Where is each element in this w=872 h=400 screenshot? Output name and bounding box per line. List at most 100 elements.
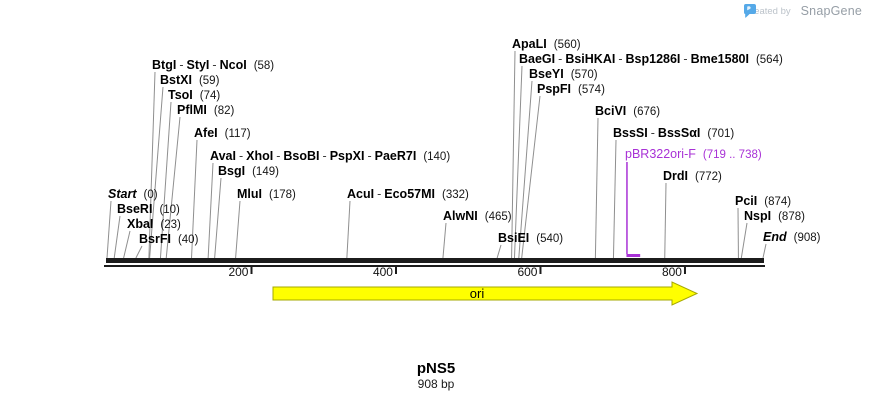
site-position: (149) xyxy=(252,166,279,178)
enzyme-name: BsiEI xyxy=(498,231,530,245)
enzyme-name: BssSαI xyxy=(657,126,701,140)
primer-range: (719 .. 738) xyxy=(702,149,762,161)
restriction-site-label[interactable]: BciVI(676) xyxy=(595,105,660,119)
restriction-site-label[interactable]: DrdI(772) xyxy=(663,170,722,184)
separator-dash: - xyxy=(618,52,623,66)
separator-dash: - xyxy=(683,52,688,66)
site-leader-line xyxy=(496,244,502,259)
site-leader-line xyxy=(513,65,523,259)
snapgene-watermark: Created by SnapGene xyxy=(744,4,862,18)
ruler-tick-label: 400 xyxy=(372,265,393,279)
enzyme-name: BsrFI xyxy=(139,232,171,246)
restriction-site-label[interactable]: BstXI(59) xyxy=(160,74,219,88)
enzyme-name: PciI xyxy=(735,194,758,208)
separator-dash: - xyxy=(276,149,281,163)
enzyme-name: BsoBI xyxy=(283,149,320,163)
site-leader-line xyxy=(664,182,667,259)
restriction-site-label[interactable]: MluI(178) xyxy=(237,188,296,202)
site-position: (332) xyxy=(441,189,469,201)
site-leader-line xyxy=(511,50,516,259)
site-leader-line xyxy=(191,139,198,259)
feature-arrow-ori[interactable] xyxy=(272,281,699,306)
restriction-site-label[interactable]: BseRI(10) xyxy=(117,203,180,217)
site-position: (82) xyxy=(213,105,235,117)
separator-dash: - xyxy=(179,58,184,72)
site-position: (874) xyxy=(764,196,792,208)
enzyme-name: AlwNI xyxy=(443,209,478,223)
site-position: (570) xyxy=(570,69,598,81)
separator-dash: - xyxy=(367,149,372,163)
restriction-site-label[interactable]: BseYI(570) xyxy=(529,68,598,82)
restriction-site-label[interactable]: BtgI-StyI-NcoI(58) xyxy=(152,59,274,73)
site-position: (465) xyxy=(484,211,512,223)
restriction-site-label[interactable]: BsiEI (540) xyxy=(498,232,563,246)
enzyme-name: ApaLI xyxy=(512,37,547,51)
enzyme-name: End xyxy=(763,230,787,244)
separator-dash: - xyxy=(212,58,217,72)
enzyme-name: TsoI xyxy=(168,88,193,102)
site-position: (701) xyxy=(707,128,735,140)
site-leader-line xyxy=(521,95,541,259)
site-leader-line xyxy=(159,101,172,259)
restriction-site-label[interactable]: ApaLI (560) xyxy=(512,38,581,52)
site-leader-line xyxy=(740,222,748,259)
separator-dash: - xyxy=(238,149,244,163)
enzyme-name: XbaI xyxy=(127,217,154,231)
enzyme-name: NcoI xyxy=(219,58,247,72)
enzyme-name: BaeGI xyxy=(519,52,556,66)
restriction-site-label[interactable]: XbaI(23) xyxy=(127,218,181,232)
enzyme-name: PspFI xyxy=(537,82,572,96)
enzyme-name: NspI xyxy=(744,209,772,223)
site-leader-line xyxy=(594,117,599,259)
enzyme-name: Bsp1286I xyxy=(625,52,681,66)
site-leader-line xyxy=(148,71,156,259)
restriction-site-label[interactable]: BsrFI (40) xyxy=(139,233,198,247)
separator-dash: - xyxy=(558,52,563,66)
restriction-site-label[interactable]: BssSI-BssSαI(701) xyxy=(613,127,734,141)
restriction-site-label[interactable]: PspFI(574) xyxy=(537,83,605,97)
site-leader-line xyxy=(106,200,112,259)
sequence-bar xyxy=(106,258,764,263)
site-leader-line xyxy=(762,243,767,259)
sequence-boundary-label[interactable]: End(908) xyxy=(763,231,820,245)
primer-label[interactable]: pBR322ori-F (719 .. 738) xyxy=(625,148,762,162)
restriction-site-label[interactable]: BsgI (149) xyxy=(218,165,279,179)
plasmid-name: pNS5 xyxy=(416,360,456,377)
enzyme-name: XhoI xyxy=(246,149,274,163)
restriction-site-label[interactable]: AcuI-Eco57MI (332) xyxy=(347,188,469,202)
restriction-site-label[interactable]: AvaI-XhoI-BsoBI-PspXI-PaeR7I(140) xyxy=(210,150,450,164)
site-leader-line xyxy=(123,230,131,259)
enzyme-name: BsgI xyxy=(218,164,246,178)
enzyme-name: Eco57MI xyxy=(384,187,435,201)
restriction-site-label[interactable]: BaeGI-BsiHKAI-Bsp1286I-Bme1580I(564) xyxy=(519,53,783,67)
enzyme-name: MluI xyxy=(237,187,262,201)
enzyme-name: PaeR7I xyxy=(374,149,417,163)
enzyme-name: BseRI xyxy=(117,202,153,216)
restriction-site-label[interactable]: AfeI(117) xyxy=(194,127,251,141)
restriction-site-label[interactable]: TsoI (74) xyxy=(168,89,220,103)
site-position: (140) xyxy=(423,151,451,163)
enzyme-name: AvaI xyxy=(210,149,236,163)
site-position: (540) xyxy=(536,233,564,245)
enzyme-name: AcuI xyxy=(347,187,375,201)
site-position: (878) xyxy=(778,211,805,223)
restriction-site-label[interactable]: AlwNI (465) xyxy=(443,210,512,224)
site-position: (74) xyxy=(199,90,221,102)
feature-label-ori[interactable]: ori xyxy=(469,286,485,301)
site-position: (59) xyxy=(198,75,220,87)
restriction-site-label[interactable]: PflMI(82) xyxy=(177,104,234,118)
restriction-site-label[interactable]: NspI (878) xyxy=(744,210,805,224)
enzyme-name: BtgI xyxy=(152,58,177,72)
ruler-line xyxy=(104,265,765,267)
site-position: (0) xyxy=(143,189,158,201)
sequence-boundary-label[interactable]: Start(0) xyxy=(108,188,158,202)
site-position: (40) xyxy=(177,234,199,246)
primer-name: pBR322ori-F xyxy=(625,147,696,161)
site-position: (560) xyxy=(553,39,581,51)
restriction-site-label[interactable]: PciI (874) xyxy=(735,195,791,209)
enzyme-name: Bme1580I xyxy=(690,52,749,66)
site-position: (676) xyxy=(633,106,661,118)
site-leader-line xyxy=(165,116,181,259)
separator-dash: - xyxy=(377,187,382,201)
